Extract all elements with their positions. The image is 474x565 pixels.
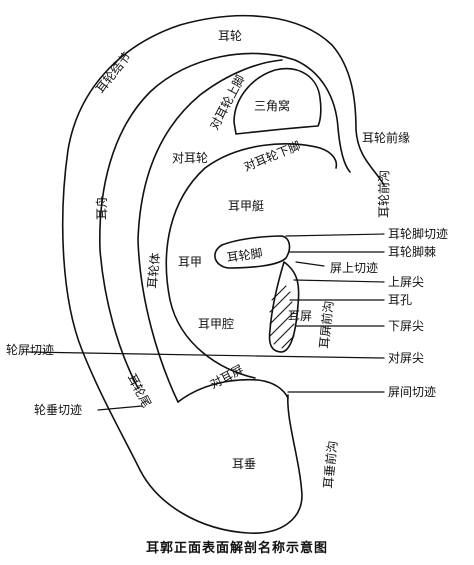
helix-inner-contour (99, 52, 351, 389)
triangular-fossa-contour (233, 67, 322, 135)
label-lower-tragus-apex: 下屏尖 (388, 319, 425, 333)
label-cavum-conchae: 耳甲腔 (198, 317, 235, 331)
label-helix-crus-notch: 耳轮脚切迹 (388, 227, 449, 241)
label-tragus: 耳屏 (288, 309, 313, 323)
antihelix-outer-contour (137, 59, 283, 403)
label-scapha: 耳舟 (95, 195, 109, 220)
label-ear-canal: 耳孔 (388, 293, 413, 307)
label-cymba-conchae: 耳甲艇 (228, 199, 265, 213)
label-concha: 耳甲 (178, 255, 203, 269)
crus-of-helix-contour (214, 235, 291, 269)
label-helix-lobule-notch: 轮垂切迹 (34, 403, 83, 417)
antitragus-contour (177, 378, 289, 403)
label-anterior-helix-border: 耳轮前缘 (362, 131, 411, 145)
label-anterior-helix-groove: 耳轮前沟 (377, 169, 391, 218)
label-helix-crus-spine: 耳轮脚棘 (388, 245, 437, 259)
ear-canal-hatching (269, 285, 295, 349)
label-triangular-fossa: 三角窝 (254, 99, 291, 113)
helix-outer-contour (61, 14, 385, 534)
label-antitragus-apex: 对屏尖 (388, 351, 425, 365)
label-supratragic-notch: 屏上切迹 (330, 261, 379, 275)
figure-caption: 耳郭正面表面解剖名称示意图 (145, 541, 328, 556)
leader-lines (27, 233, 385, 411)
label-helix: 耳轮 (218, 29, 243, 43)
tragus-contour (268, 261, 300, 353)
label-helix-tragus-notch: 轮屏切迹 (6, 343, 55, 357)
label-lobule: 耳垂 (232, 457, 257, 471)
label-upper-tragus-apex: 上屏尖 (388, 275, 425, 289)
concha-contour (165, 143, 338, 379)
label-helix-body: 耳轮体 (145, 252, 163, 290)
label-antihelix: 对耳轮 (172, 151, 209, 165)
label-intertragic-notch: 屏间切迹 (388, 385, 437, 399)
